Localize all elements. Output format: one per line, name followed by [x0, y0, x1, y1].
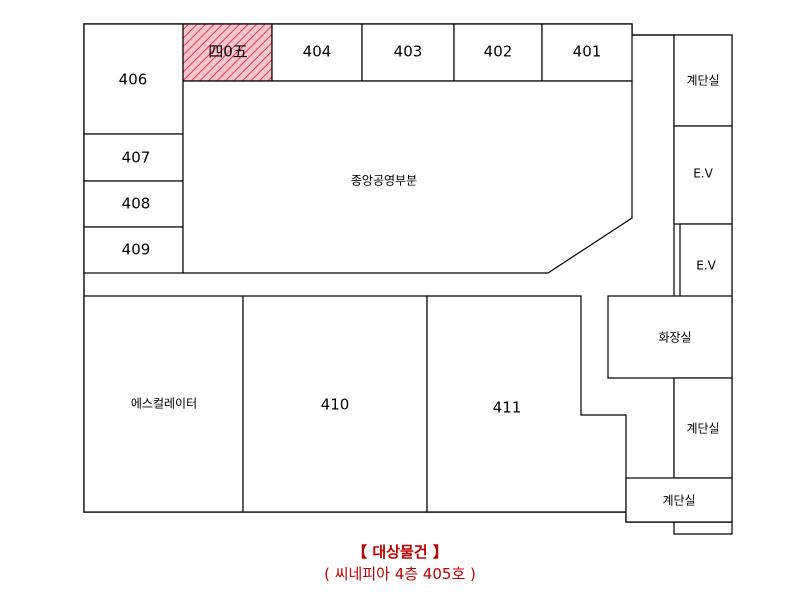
label-407: 407: [122, 149, 151, 167]
label-elevator-1: E.V: [693, 167, 713, 181]
room-409[interactable]: [83, 226, 184, 274]
label-405: 四0五: [208, 43, 248, 61]
room-401[interactable]: [541, 23, 633, 82]
escalator-area[interactable]: [83, 295, 244, 513]
label-402: 402: [484, 43, 513, 61]
label-403: 403: [394, 43, 423, 61]
stairwell-mid[interactable]: [673, 377, 733, 479]
label-elevator-2: E.V: [696, 259, 716, 273]
label-restroom: 화장실: [658, 331, 691, 345]
restroom[interactable]: [607, 295, 733, 379]
room-406[interactable]: [83, 23, 184, 135]
caption-subtitle: ( 씨네피아 4층 405호 ): [324, 565, 476, 583]
central-common-area: [182, 80, 633, 274]
room-411[interactable]: [426, 295, 627, 513]
room-405-highlight[interactable]: [182, 23, 273, 82]
room-407[interactable]: [83, 133, 184, 182]
label-406: 406: [119, 71, 148, 89]
elevator-1[interactable]: [673, 125, 733, 225]
label-401: 401: [573, 43, 602, 61]
label-411: 411: [493, 399, 522, 417]
label-409: 409: [122, 241, 151, 259]
label-408: 408: [122, 195, 151, 213]
label-stairwell-mid: 계단실: [686, 422, 719, 436]
label-escalator: 에스컬레이터: [131, 397, 197, 411]
label-410: 410: [321, 396, 350, 414]
stairwell-top[interactable]: [673, 34, 733, 127]
caption-title: 【 대상물건 】: [352, 543, 448, 561]
room-403[interactable]: [361, 23, 455, 82]
room-404[interactable]: [271, 23, 363, 82]
room-410[interactable]: [242, 295, 428, 513]
stairwell-bottom[interactable]: [625, 477, 733, 523]
label-stairwell-bottom: 계단실: [662, 494, 695, 508]
label-central-area: 종앙공영부분: [351, 174, 417, 188]
label-404: 404: [303, 43, 332, 61]
label-stairwell-top: 계단실: [686, 74, 719, 88]
elevator-2[interactable]: [679, 223, 733, 304]
